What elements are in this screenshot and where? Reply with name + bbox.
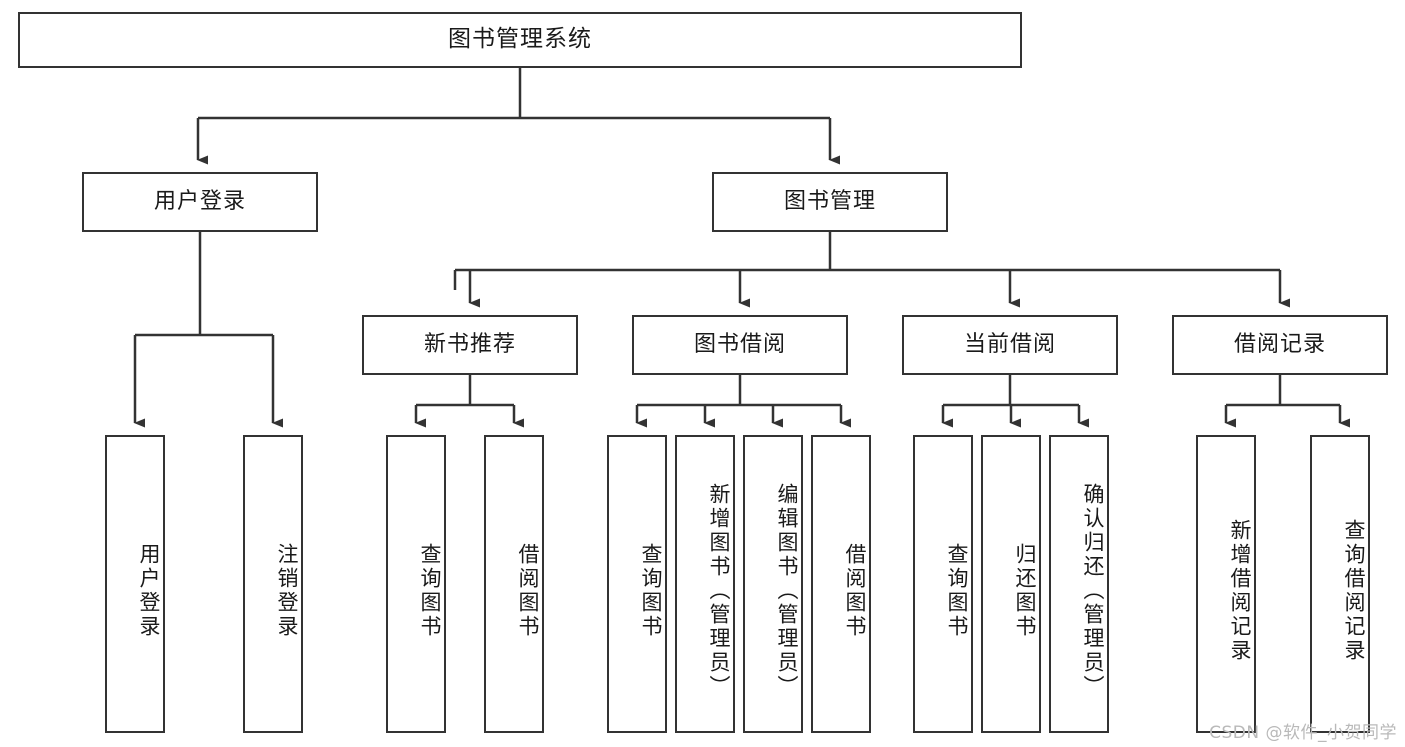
node-current-borrow[interactable]: 当前借阅 bbox=[902, 315, 1118, 375]
leaf-confirm-return-admin[interactable]: 确认归还（管理员） bbox=[1049, 435, 1109, 733]
leaf-query-borrow-record[interactable]: 查询借阅记录 bbox=[1310, 435, 1370, 733]
node-borrow-record[interactable]: 借阅记录 bbox=[1172, 315, 1388, 375]
node-new-book-recommend[interactable]: 新书推荐 bbox=[362, 315, 578, 375]
node-root-system[interactable]: 图书管理系统 bbox=[18, 12, 1022, 68]
leaf-query-book-recommend[interactable]: 查询图书 bbox=[386, 435, 446, 733]
leaf-logout[interactable]: 注销登录 bbox=[243, 435, 303, 733]
leaf-add-borrow-record[interactable]: 新增借阅记录 bbox=[1196, 435, 1256, 733]
leaf-add-book-admin[interactable]: 新增图书（管理员） bbox=[675, 435, 735, 733]
leaf-return-book[interactable]: 归还图书 bbox=[981, 435, 1041, 733]
csdn-watermark: CSDN @软件_小贺同学 bbox=[1209, 723, 1397, 743]
leaf-borrow-book-recommend[interactable]: 借阅图书 bbox=[484, 435, 544, 733]
leaf-edit-book-admin[interactable]: 编辑图书（管理员） bbox=[743, 435, 803, 733]
leaf-user-login[interactable]: 用户登录 bbox=[105, 435, 165, 733]
leaf-query-book-borrow[interactable]: 查询图书 bbox=[607, 435, 667, 733]
leaf-query-book-current[interactable]: 查询图书 bbox=[913, 435, 973, 733]
leaf-borrow-book[interactable]: 借阅图书 bbox=[811, 435, 871, 733]
node-book-borrow[interactable]: 图书借阅 bbox=[632, 315, 848, 375]
node-book-manage[interactable]: 图书管理 bbox=[712, 172, 948, 232]
node-user-login[interactable]: 用户登录 bbox=[82, 172, 318, 232]
